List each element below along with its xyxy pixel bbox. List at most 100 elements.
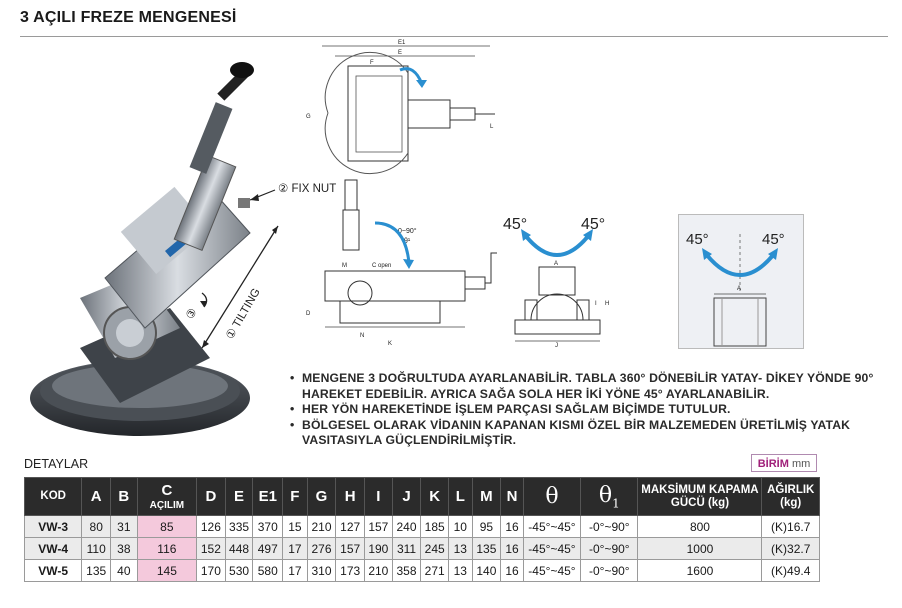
front-angle-right: 45°: [581, 216, 605, 233]
cell-i: 210: [364, 559, 393, 582]
cell-e: 530: [224, 559, 254, 582]
cell-weight: (K)32.7: [761, 537, 820, 560]
cell-e: 448: [224, 537, 254, 560]
cell-m: 135: [471, 537, 502, 560]
col-weight: AĞIRLIK (kg): [761, 477, 820, 516]
cell-g: 276: [306, 537, 337, 560]
feature-item: MENGENE 3 DOĞRULTUDA AYARLANABİLİR. TABL…: [290, 371, 890, 402]
side-view-drawing: 0~90° θ¹ M C open D N K: [306, 179, 497, 347]
unit-label: BİRİM: [757, 458, 789, 470]
cell-e: 335: [224, 515, 254, 538]
dim-h: H: [605, 301, 609, 307]
cell-theta: -45°~45°: [522, 559, 582, 582]
cell-l: 13: [448, 559, 473, 582]
cell-h: 157: [335, 537, 366, 560]
page-title: 3 AÇILI FREZE MENGENESİ: [20, 9, 237, 26]
cell-m: 95: [471, 515, 502, 538]
cell-b: 40: [110, 559, 138, 582]
cell-weight: (K)49.4: [761, 559, 820, 582]
screw-column: [173, 155, 237, 251]
top-view-drawing: E1 E F G L: [306, 40, 495, 175]
cell-d: 126: [196, 515, 226, 538]
cell-d: 152: [196, 537, 226, 560]
col-e: E: [224, 477, 254, 516]
dim-a-jaw: A: [737, 286, 741, 292]
cell-k: 245: [420, 537, 449, 560]
cell-theta1: -0°~90°: [580, 515, 639, 538]
table-row: VW-5 135 40 145 170 530 580 17 310 173 2…: [23, 559, 820, 582]
cell-a: 135: [81, 559, 112, 582]
col-n: N: [500, 477, 524, 516]
cell-e1: 497: [252, 537, 284, 560]
cell-theta1: -0°~90°: [580, 559, 639, 582]
col-kod: KOD: [23, 477, 83, 516]
col-k: K: [420, 477, 449, 516]
title-divider: [20, 36, 888, 37]
cell-e1: 370: [252, 515, 284, 538]
col-theta1: θ1: [580, 477, 639, 516]
cell-theta1: -0°~90°: [580, 537, 639, 560]
col-i: I: [364, 477, 393, 516]
table-row: VW-4 110 38 116 152 448 497 17 276 157 1…: [23, 537, 820, 560]
details-label: DETAYLAR: [24, 457, 89, 471]
cell-j: 240: [391, 515, 422, 538]
cell-j: 311: [391, 537, 422, 560]
cell-kod: VW-5: [23, 559, 83, 582]
feature-item: HER YÖN HAREKETİNDE İŞLEM PARÇASI SAĞLAM…: [290, 402, 890, 418]
jaw-angle-right: 45°: [762, 231, 785, 248]
cell-n: 16: [500, 559, 524, 582]
unit-badge: BİRİM mm: [751, 454, 817, 472]
table-row: VW-3 80 31 85 126 335 370 15 210 127 157…: [23, 515, 820, 538]
cell-e1: 580: [252, 559, 284, 582]
cell-k: 185: [420, 515, 449, 538]
cell-c: 85: [136, 515, 198, 538]
c-open-label: C open: [372, 263, 391, 269]
cell-b: 38: [110, 537, 138, 560]
dim-i: I: [595, 301, 597, 307]
dim-f: F: [370, 60, 374, 66]
cell-theta: -45°~45°: [522, 515, 582, 538]
cell-f: 17: [282, 537, 308, 560]
tilt-body: [80, 308, 210, 403]
col-h: H: [335, 477, 366, 516]
col-theta: θ: [522, 477, 582, 516]
col-b: B: [110, 477, 138, 516]
front-angle-left: 45°: [503, 216, 527, 233]
dim-e1: E1: [398, 40, 406, 46]
angle-range-label: 0~90°: [398, 227, 417, 235]
jaw-angle-left: 45°: [686, 231, 709, 248]
col-theta1-sub: 1: [612, 496, 620, 511]
col-a: A: [81, 477, 112, 516]
dim-e: E: [398, 50, 402, 56]
cell-n: 16: [500, 537, 524, 560]
col-c-label: C: [161, 482, 173, 499]
col-g: G: [306, 477, 337, 516]
feature-list: MENGENE 3 DOĞRULTUDA AYARLANABİLİR. TABL…: [290, 371, 890, 449]
cell-weight: (K)16.7: [761, 515, 820, 538]
cell-a: 80: [81, 515, 112, 538]
cell-h: 127: [335, 515, 366, 538]
cell-theta: -45°~45°: [522, 537, 582, 560]
col-e1: E1: [252, 477, 284, 516]
cell-force: 1600: [637, 559, 763, 582]
cell-l: 13: [448, 537, 473, 560]
cell-l: 10: [448, 515, 473, 538]
cell-i: 190: [364, 537, 393, 560]
cell-k: 271: [420, 559, 449, 582]
cell-f: 15: [282, 515, 308, 538]
col-l: L: [448, 477, 473, 516]
jaw-tilt-drawing: 45° 45° A: [686, 231, 785, 347]
dim-d: D: [306, 311, 311, 317]
dim-a-front: A: [554, 261, 558, 267]
cell-force: 800: [637, 515, 763, 538]
col-c-sub: AÇILIM: [149, 500, 185, 511]
dim-j: J: [555, 343, 558, 349]
cell-g: 310: [306, 559, 337, 582]
dim-n: N: [360, 333, 364, 339]
theta1-label: θ¹: [404, 238, 411, 245]
product-illustration: ② FIX NUT ① TILTING ③: [30, 62, 336, 436]
col-force: MAKSİMUM KAPAMA GÜCÜ (kg): [637, 477, 763, 516]
tilting-label: ① TILTING: [224, 286, 263, 341]
